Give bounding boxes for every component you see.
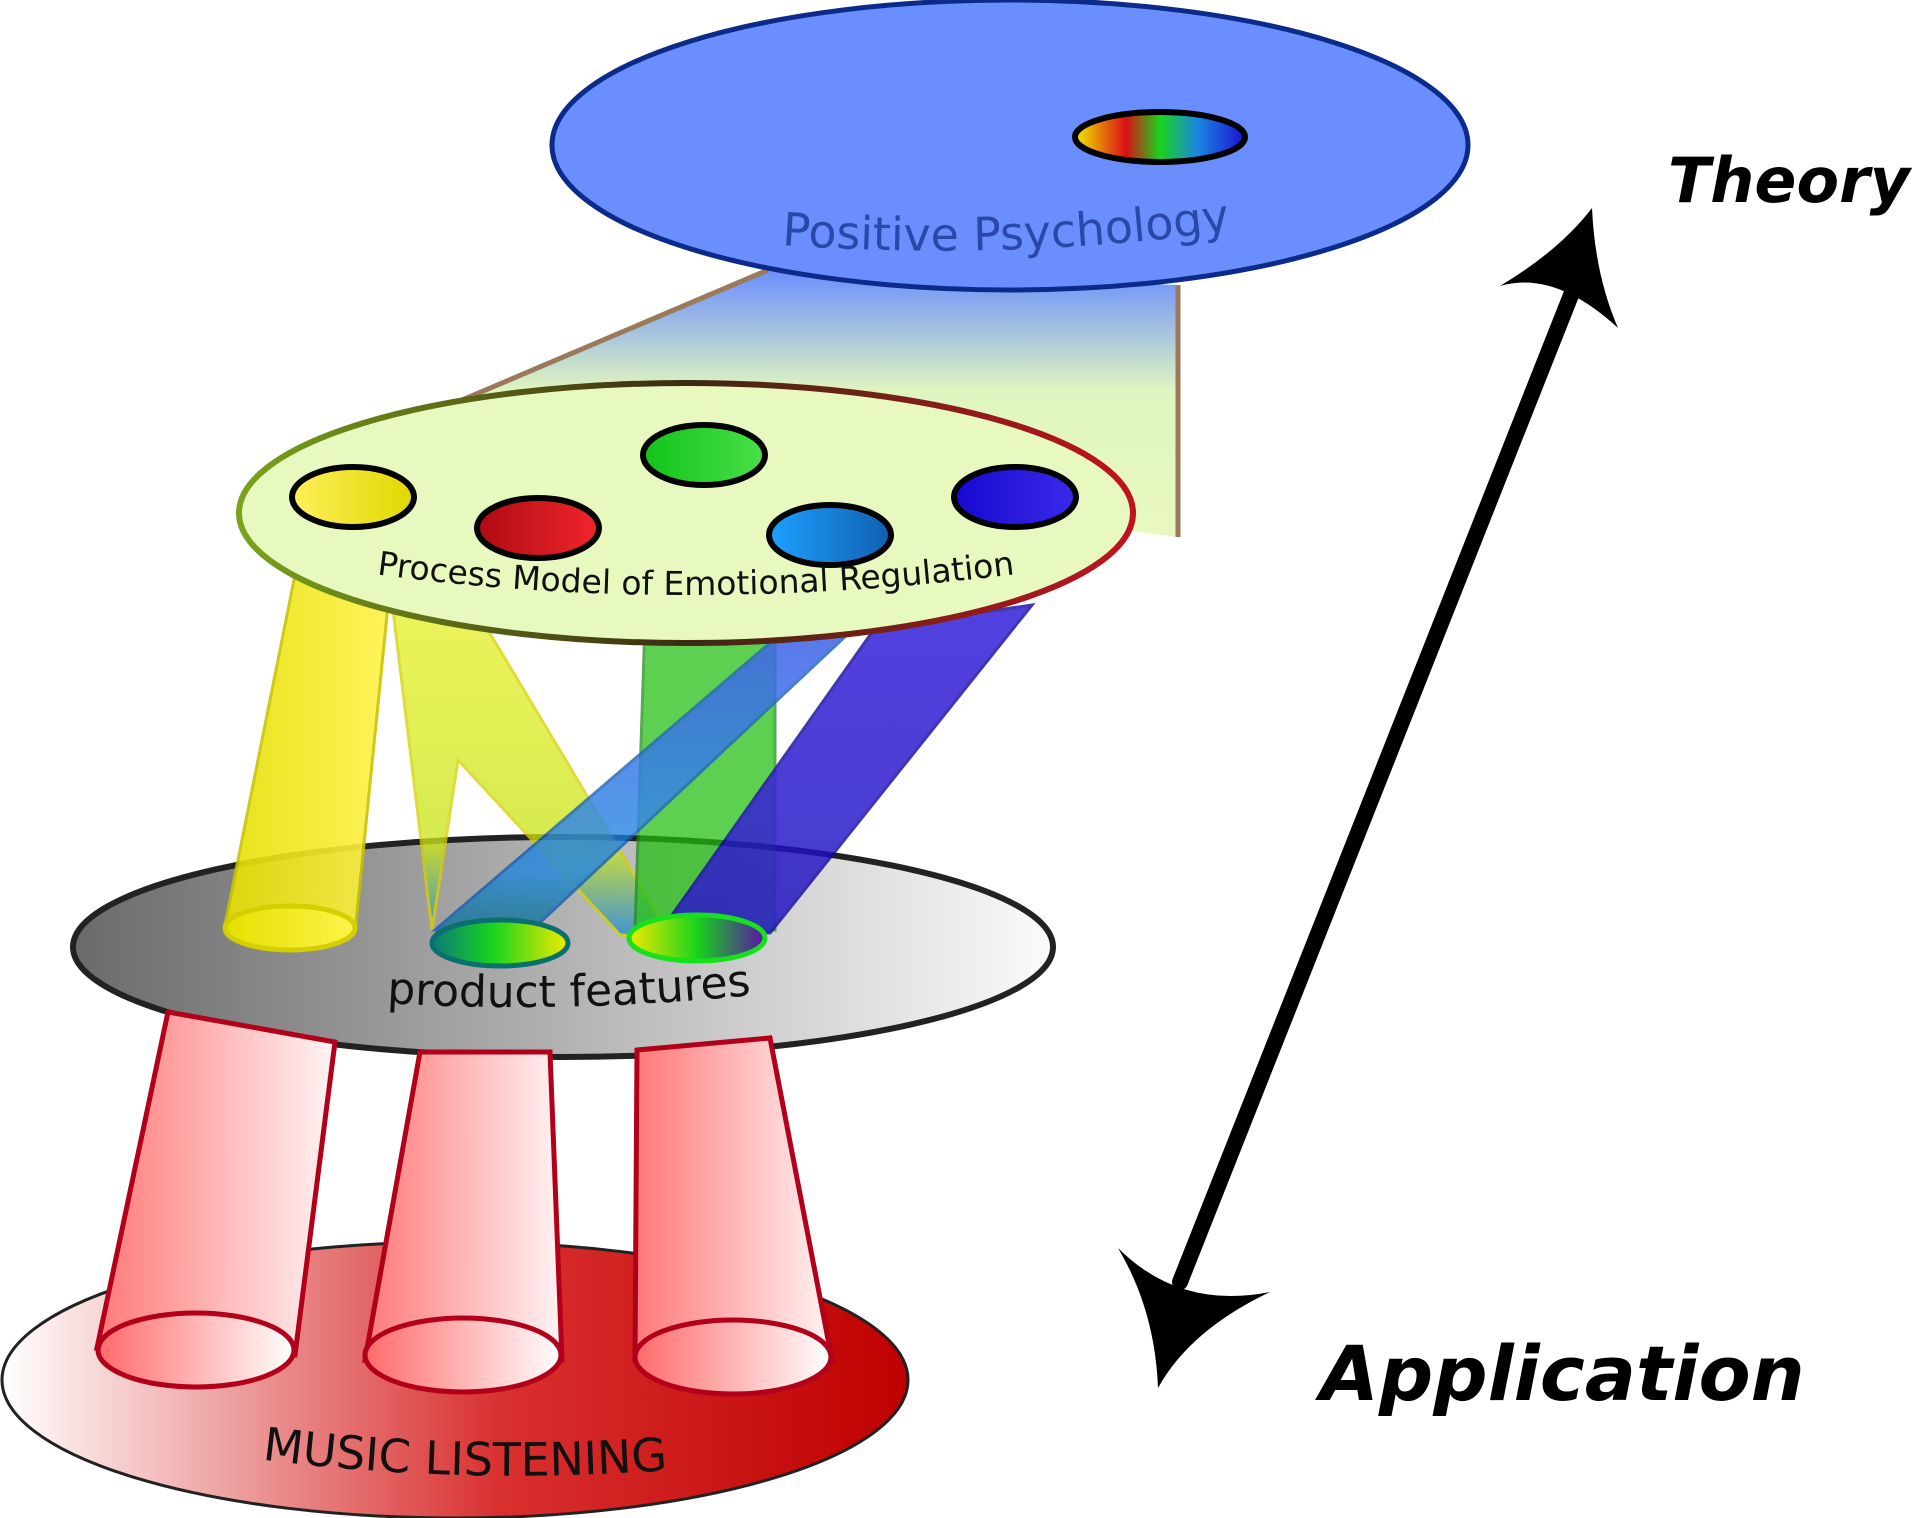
positive-psychology-ellipse xyxy=(549,0,1471,293)
tube-left xyxy=(93,1009,338,1358)
tube-middle-opening xyxy=(362,1315,564,1395)
process-model-ellipse xyxy=(236,380,1136,646)
strategy-blob-yellow xyxy=(289,464,417,530)
feature-endpoint-blue xyxy=(429,917,571,969)
theory-label: Theory xyxy=(1668,144,1913,217)
feature-tubes xyxy=(93,1009,836,1397)
tube-middle xyxy=(362,1049,565,1363)
tube-right xyxy=(632,1035,836,1363)
strategy-beams xyxy=(223,573,1036,940)
strategy-blob-violet xyxy=(951,464,1079,530)
spectrum-icon xyxy=(1072,109,1248,165)
feature-endpoint-green xyxy=(626,912,768,964)
strategy-blob-green xyxy=(640,422,768,488)
feature-endpoint-yellow xyxy=(222,903,358,953)
strategy-blob-cyan xyxy=(766,502,894,568)
tube-right-opening xyxy=(632,1317,834,1397)
arrow-head-up-icon xyxy=(1500,208,1618,328)
strategy-blob-red xyxy=(474,495,602,561)
tube-left-opening xyxy=(95,1310,297,1390)
theory-application-arrow xyxy=(1118,208,1618,1388)
arrow-shaft xyxy=(1172,277,1583,1290)
arrow-head-down-icon xyxy=(1118,1248,1270,1388)
application-label: Application xyxy=(1315,1329,1805,1418)
